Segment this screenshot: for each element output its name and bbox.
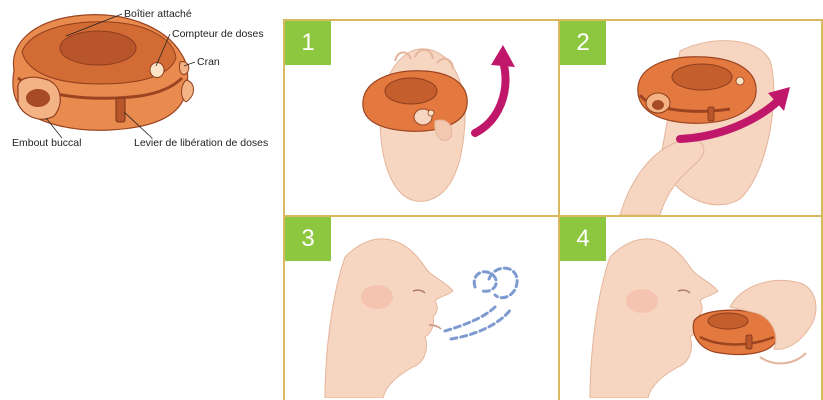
step-panel-3: 3 (285, 217, 560, 400)
inhaler-device (13, 15, 194, 131)
label-dose-counter: Compteur de doses (172, 28, 264, 40)
label-notch: Cran (197, 56, 220, 68)
label-mouthpiece: Embout buccal (12, 137, 81, 149)
step-number-badge: 1 (285, 21, 331, 65)
step-number-badge: 2 (560, 21, 606, 65)
steps-grid: 1 2 (283, 19, 823, 400)
step-panel-2: 2 (560, 21, 823, 217)
step-number-badge: 3 (285, 217, 331, 261)
step-panel-1: 1 (285, 21, 560, 217)
label-attached-case: Boîtier attaché (124, 8, 192, 20)
step-panel-4: 4 (560, 217, 823, 400)
step-number-badge: 4 (560, 217, 606, 261)
label-dose-release-lever: Levier de libération de doses (134, 137, 268, 149)
